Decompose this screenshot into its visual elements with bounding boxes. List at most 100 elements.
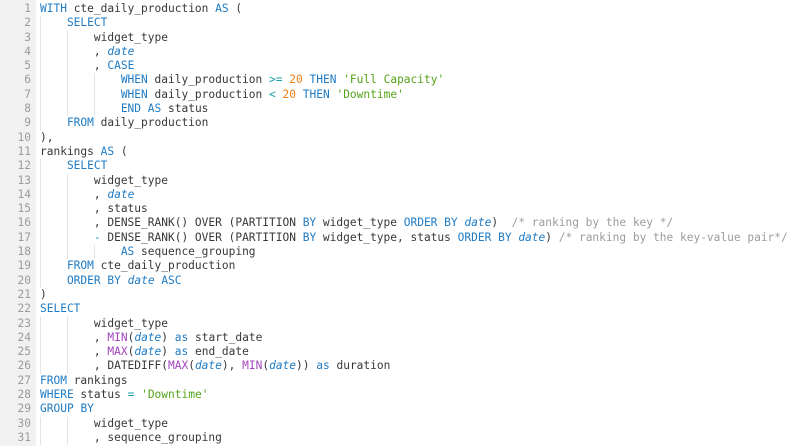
code-token: ), xyxy=(221,359,243,373)
indent-guide xyxy=(40,345,67,359)
code-token: 20 xyxy=(282,87,296,101)
indent-guide xyxy=(40,45,67,59)
indent-guide xyxy=(40,16,67,30)
line-number: 8 xyxy=(24,102,31,116)
line-number: 21 xyxy=(17,287,31,301)
code-token: 20 xyxy=(289,73,303,87)
code-text: - DENSE_RANK() OVER (PARTITION BY widget… xyxy=(36,231,788,245)
code-token: END xyxy=(120,102,142,116)
indent-guide xyxy=(40,102,67,116)
code-token: date xyxy=(269,359,297,373)
indent-guide xyxy=(67,359,94,373)
code-token: SELECT xyxy=(66,159,108,173)
code-token: WHEN xyxy=(120,73,148,87)
indent-guide xyxy=(40,188,67,202)
code-token: date xyxy=(464,216,492,230)
code-token: 'Downtime' xyxy=(141,388,209,402)
code-text: widget_type xyxy=(36,31,168,45)
indent-guide xyxy=(67,188,94,202)
code-token: THEN xyxy=(302,87,330,101)
indent-guide xyxy=(40,31,67,45)
line-number: 26 xyxy=(17,359,31,373)
code-line: 16, DENSE_RANK() OVER (PARTITION BY widg… xyxy=(0,216,800,230)
code-token xyxy=(141,102,148,115)
code-token: date xyxy=(518,230,546,244)
code-token: FROM xyxy=(66,259,94,273)
code-text: WHEN daily_production < 20 THEN 'Downtim… xyxy=(36,88,404,102)
line-number: 13 xyxy=(17,173,31,187)
code-text: widget_type xyxy=(36,417,168,431)
code-line: 10), xyxy=(0,131,800,145)
code-line: 17 - DENSE_RANK() OVER (PARTITION BY widg… xyxy=(0,231,800,245)
line-number: 22 xyxy=(17,302,31,316)
code-text: widget_type xyxy=(36,317,168,331)
code-text: WITH cte_daily_production AS ( xyxy=(36,2,242,16)
indent-guide xyxy=(40,417,67,431)
code-token: WHEN xyxy=(120,87,148,101)
indent-guide xyxy=(67,216,94,230)
indent-guide xyxy=(94,245,121,259)
code-token: SELECT xyxy=(66,16,108,30)
indent-guide xyxy=(40,174,67,188)
indent-guide xyxy=(67,202,94,216)
code-token: as xyxy=(174,345,189,359)
code-token: MAX xyxy=(167,359,189,373)
code-line: 29 GROUP BY xyxy=(0,402,800,416)
code-token: AS xyxy=(100,144,115,158)
line-number: 3 xyxy=(24,30,31,44)
code-token: ( xyxy=(188,359,195,373)
code-token: widget_type xyxy=(93,30,168,44)
code-line: 14, date xyxy=(0,188,800,202)
code-text: , sequence_grouping xyxy=(36,431,222,445)
code-token: ) xyxy=(40,287,47,301)
indent-guide xyxy=(67,345,94,359)
line-number: 29 xyxy=(17,402,31,416)
code-token: start_date xyxy=(188,330,263,344)
code-token: date xyxy=(107,44,135,58)
code-token: ) xyxy=(161,345,175,359)
code-token: BY xyxy=(302,216,317,230)
code-text: END AS status xyxy=(36,102,209,116)
code-token: DENSE_RANK() OVER (PARTITION xyxy=(100,230,303,244)
code-text: ), xyxy=(36,131,53,145)
code-token: rankings xyxy=(40,144,101,158)
code-text: GROUP BY xyxy=(36,402,94,416)
code-token: daily_production xyxy=(147,73,270,87)
code-token: widget_type xyxy=(93,316,168,330)
line-number: 17 xyxy=(17,230,31,244)
code-line: 31 , sequence_grouping xyxy=(0,431,800,445)
code-token: daily_production xyxy=(93,116,209,130)
code-text: ORDER BY date ASC xyxy=(36,274,182,288)
indent-guide xyxy=(40,73,67,87)
code-text: AS sequence_grouping xyxy=(36,245,256,259)
code-token: date xyxy=(194,359,222,373)
indent-guide xyxy=(67,45,94,59)
code-token: ( xyxy=(114,144,128,158)
indent-guide xyxy=(67,102,94,116)
code-token: 'Full Capacity' xyxy=(343,73,445,87)
code-token: )) xyxy=(296,359,317,373)
indent-guide xyxy=(40,359,67,373)
code-token: status xyxy=(73,388,128,402)
line-number: 31 xyxy=(17,430,31,444)
indent-guide xyxy=(40,245,67,259)
code-line: 24, MIN(date) as start_date xyxy=(0,331,800,345)
code-text: SELECT xyxy=(36,302,80,316)
code-token: daily_production xyxy=(147,87,270,101)
code-text: WHEN daily_production >= 20 THEN 'Full C… xyxy=(36,73,444,87)
code-token: , sequence_grouping xyxy=(93,430,222,444)
code-text: SELECT xyxy=(36,16,107,30)
code-line: 4, date xyxy=(0,45,800,59)
indent-guide xyxy=(67,31,94,45)
code-token: sequence_grouping xyxy=(134,245,256,259)
indent-guide xyxy=(40,159,67,173)
code-text: FROM rankings xyxy=(36,374,128,388)
code-token: ORDER xyxy=(403,216,438,230)
line-number: 4 xyxy=(24,44,31,58)
code-token: >= xyxy=(269,73,283,87)
